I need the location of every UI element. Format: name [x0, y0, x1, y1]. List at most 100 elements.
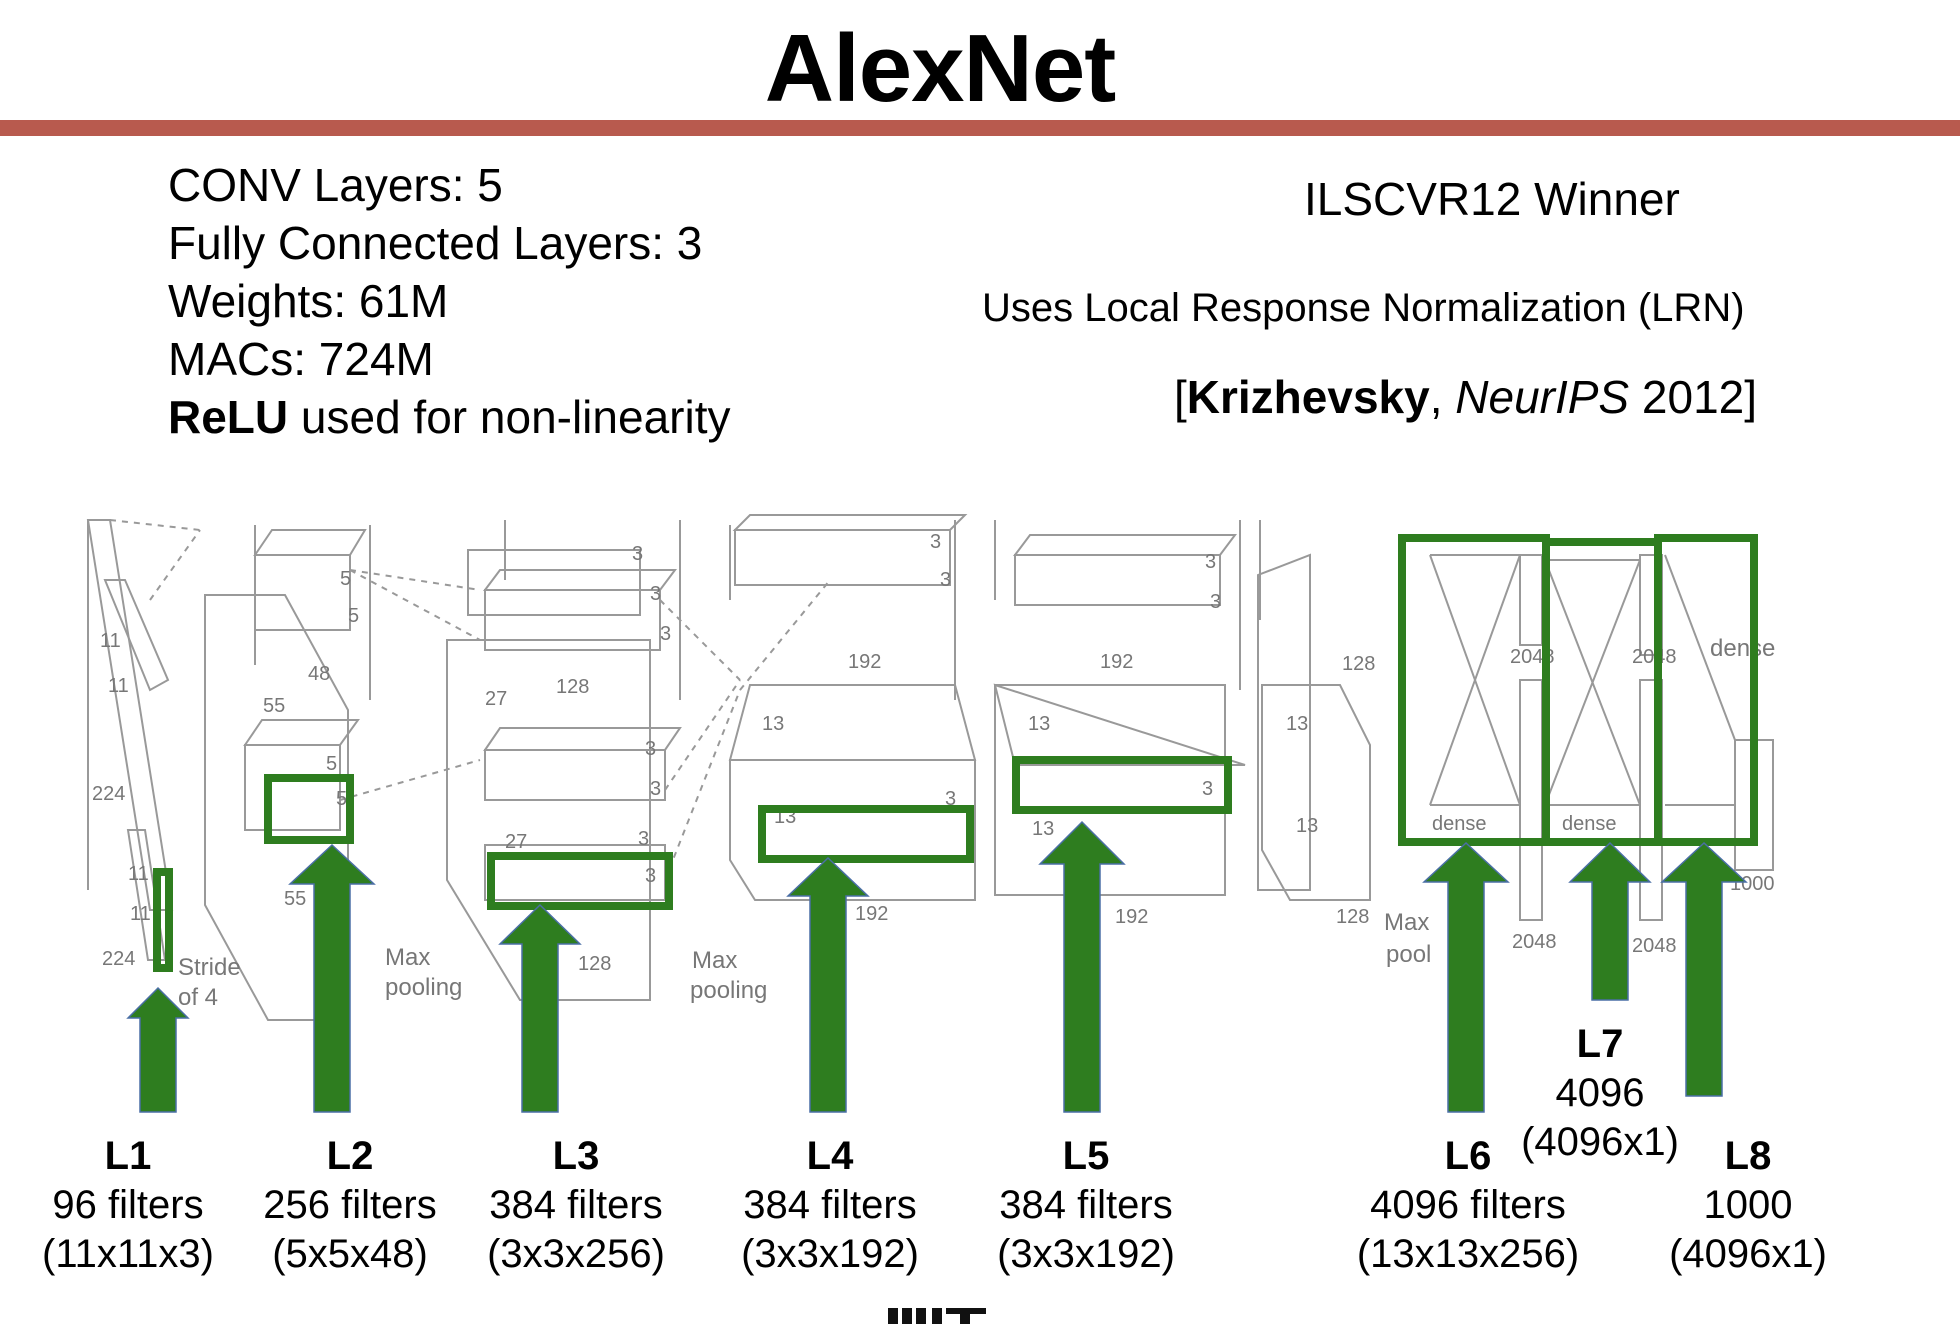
- input-kernel-top: [103, 579, 170, 692]
- layer-name: L1: [104, 1134, 152, 1178]
- dim-label: 13: [1296, 815, 1318, 837]
- input-volume-front: [86, 519, 174, 911]
- relu-keyword: ReLU: [168, 391, 289, 443]
- dim-label: 5: [326, 753, 337, 775]
- dense-label: dense: [1562, 813, 1617, 835]
- layer-name: L5: [1062, 1134, 1110, 1178]
- fc-connection: [1429, 554, 1521, 806]
- macs-stat: MACs: 724M: [168, 333, 434, 385]
- max-pooling-label: Max: [1384, 909, 1429, 936]
- conv4-top-box: [1014, 554, 1221, 606]
- layer-shape: (5x5x48): [272, 1232, 428, 1276]
- dim-label: 3: [660, 623, 671, 645]
- dim-label: 3: [940, 569, 951, 591]
- conv2-box-3: [484, 749, 666, 801]
- layer-name: L7: [1576, 1022, 1624, 1066]
- conv3-top-box-lid: [732, 514, 968, 531]
- layer-filters: 384 filters: [489, 1183, 663, 1227]
- dim-label: 3: [638, 828, 649, 850]
- layer-filters: 96 filters: [52, 1183, 204, 1227]
- projection-line: [659, 599, 741, 681]
- l2-highlight-box: [264, 774, 354, 844]
- l5-arrow: [1038, 820, 1126, 1113]
- dim-label: 2048: [1512, 931, 1557, 953]
- layer-label-l4: L4 384 filters (3x3x192): [730, 1132, 930, 1279]
- fc6-top-column: [1519, 554, 1543, 646]
- l7-highlight-box: [1542, 538, 1662, 846]
- dim-label: 3: [945, 788, 956, 810]
- l3-arrow: [498, 903, 582, 1113]
- dim-label: 2048: [1632, 935, 1677, 957]
- dim-label: 192: [1115, 906, 1148, 928]
- stride-label: Stride: [178, 954, 241, 981]
- projection-line: [339, 759, 481, 801]
- l2-arrow: [288, 843, 376, 1113]
- dim-label: 11: [100, 630, 121, 652]
- network-stats: CONV Layers: 5 Fully Connected Layers: 3…: [168, 156, 730, 446]
- citation-open: [: [1174, 371, 1187, 423]
- dim-label: 192: [848, 651, 881, 673]
- dim-label: 13: [1028, 713, 1050, 735]
- l4-arrow: [786, 856, 870, 1113]
- projection-line: [664, 689, 741, 881]
- mit-logo: [888, 1308, 986, 1324]
- dim-label: 3: [645, 865, 656, 887]
- max-pooling-label: pooling: [385, 974, 462, 1001]
- dim-label: 27: [485, 688, 507, 710]
- projection-line: [739, 579, 831, 691]
- dim-label: 192: [1100, 651, 1133, 673]
- l7-arrow: [1568, 841, 1652, 1001]
- l3-highlight-box: [487, 852, 673, 910]
- dim-label: 27: [505, 831, 527, 853]
- projection-line: [664, 679, 741, 791]
- max-pooling-label: Max: [385, 944, 430, 971]
- conv4-block-edge: [993, 683, 1246, 766]
- dim-label: 11: [128, 863, 149, 885]
- layer-label-l7: L7 4096 (4096x1): [1500, 1020, 1700, 1167]
- stride-label: of 4: [178, 984, 218, 1011]
- dim-label: 192: [855, 903, 888, 925]
- dim-label: 11: [130, 903, 151, 925]
- layer-shape: (13x13x256): [1356, 1232, 1580, 1276]
- relu-text: used for non-linearity: [288, 391, 731, 443]
- projection-line: [349, 569, 481, 591]
- dim-label: 128: [578, 953, 611, 975]
- dim-label: 128: [556, 676, 589, 698]
- layer-label-l1: L1 96 filters (11x11x3): [28, 1132, 228, 1279]
- layer-label-l2: L2 256 filters (5x5x48): [250, 1132, 450, 1279]
- dim-label: 48: [308, 663, 330, 685]
- layer-name: L8: [1724, 1134, 1772, 1178]
- dim-label: 3: [1202, 778, 1213, 800]
- l1-highlight-box: [153, 868, 173, 972]
- l1-arrow: [126, 986, 190, 1113]
- projection-line: [109, 519, 201, 531]
- dim-label: 55: [263, 695, 285, 717]
- dim-label: 55: [284, 888, 306, 910]
- layer-shape: (3x3x192): [997, 1232, 1175, 1276]
- l8-highlight-box: [1654, 534, 1758, 846]
- dim-label: 13: [1032, 818, 1054, 840]
- layer-filters: 384 filters: [999, 1183, 1173, 1227]
- lrn-note: Uses Local Response Normalization (LRN): [982, 286, 1745, 330]
- dim-label: 224: [92, 783, 125, 805]
- layer-label-l6: L6 4096 filters (13x13x256): [1348, 1132, 1588, 1279]
- dim-label: 128: [1336, 906, 1369, 928]
- fc-connection: [1664, 554, 1736, 741]
- l5-highlight-box: [1012, 756, 1232, 814]
- fc6-bottom-column: [1519, 679, 1543, 921]
- dim-label: 13: [762, 713, 784, 735]
- citation-sep: ,: [1429, 371, 1456, 423]
- conv4-top-box-lid: [1013, 534, 1237, 556]
- layer-arrows: [126, 820, 1748, 1113]
- layer-shape: (4096x1): [1521, 1120, 1679, 1164]
- layer-label-l3: L3 384 filters (3x3x256): [476, 1132, 676, 1279]
- fc-layers-stat: Fully Connected Layers: 3: [168, 217, 703, 269]
- conv-layers-stat: CONV Layers: 5: [168, 159, 503, 211]
- conv1-top-box: [254, 554, 351, 631]
- dim-label: 224: [102, 948, 135, 970]
- l6-highlight-box: [1398, 534, 1550, 846]
- layer-filters: 256 filters: [263, 1183, 437, 1227]
- dim-label: 3: [930, 531, 941, 553]
- citation-year: 2012]: [1629, 371, 1758, 423]
